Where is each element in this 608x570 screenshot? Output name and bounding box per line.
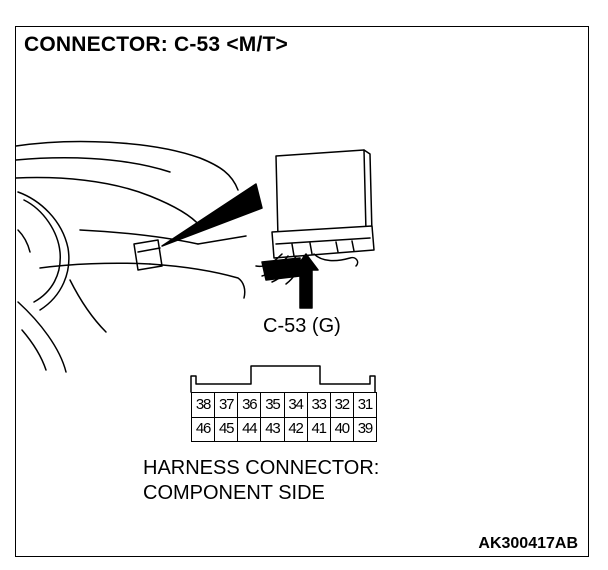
connector-pin-grid: 38 37 36 35 34 33 32 31 46 45 44 43 42 4… <box>190 392 378 442</box>
pin-cell: 41 <box>306 416 331 442</box>
pin-cell: 43 <box>260 416 285 442</box>
pin-cell: 39 <box>352 416 378 442</box>
pin-cell: 44 <box>237 416 262 442</box>
pin-cell: 45 <box>214 416 239 442</box>
caption-line-2: COMPONENT SIDE <box>143 482 325 504</box>
pin-cell: 34 <box>283 392 308 418</box>
pin-cell: 46 <box>190 416 216 442</box>
page-title: CONNECTOR: C-53 <M/T> <box>24 33 289 56</box>
pin-cell: 40 <box>329 416 354 442</box>
connector-caption: HARNESS CONNECTOR: COMPONENT SIDE <box>143 456 379 506</box>
pin-row-lower: 46 45 44 43 42 41 40 39 <box>190 416 378 442</box>
pin-cell: 35 <box>260 392 285 418</box>
connector-label: C-53 (G) <box>263 315 341 337</box>
pin-cell: 37 <box>214 392 239 418</box>
pin-cell: 36 <box>237 392 262 418</box>
pin-cell: 32 <box>329 392 354 418</box>
pin-row-upper: 38 37 36 35 34 33 32 31 <box>190 392 378 418</box>
figure-frame <box>15 26 589 557</box>
pin-cell: 33 <box>306 392 331 418</box>
pin-cell: 38 <box>190 392 216 418</box>
figure-code: AK300417AB <box>478 535 578 552</box>
dashboard-drawing-icon <box>15 140 247 373</box>
control-unit-drawing-icon <box>255 149 375 285</box>
harness-connector-outline <box>190 365 376 393</box>
pointer-wedge <box>161 183 263 247</box>
pin-cell: 31 <box>352 392 378 418</box>
caption-line-1: HARNESS CONNECTOR: <box>143 457 380 479</box>
pointer-arrow-icon <box>293 253 319 309</box>
pin-cell: 42 <box>283 416 308 442</box>
